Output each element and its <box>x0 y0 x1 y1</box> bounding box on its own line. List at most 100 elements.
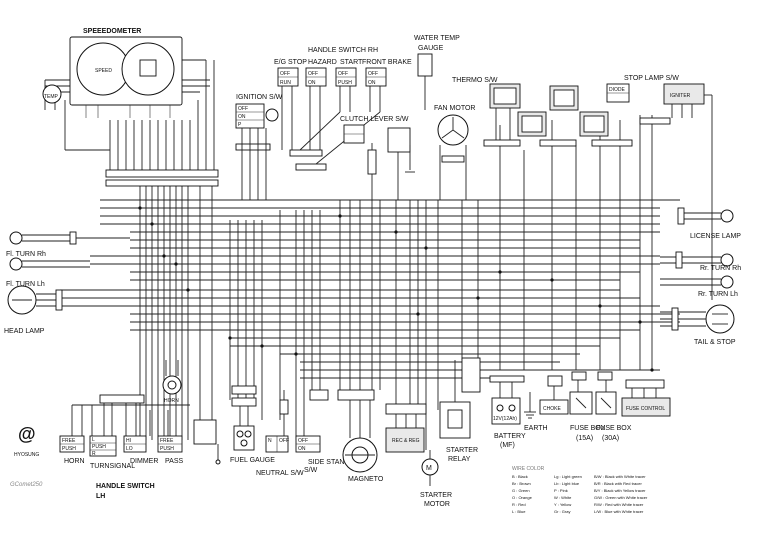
magneto-label: MAGNETO <box>348 476 384 483</box>
diode-block <box>367 149 377 175</box>
rec-reg: REC & REG <box>385 403 427 453</box>
fuel-gauge-label: FUEL GAUGE <box>230 457 275 464</box>
battery: 12V(12Ah) BATTERY (MF) <box>489 375 526 449</box>
side-stand-label-1: SIDE STAND <box>308 459 350 466</box>
rear-turn-rh: Rr. TURN Rh <box>660 251 741 272</box>
legend-entry: G/W : Green with White tracer <box>594 495 648 500</box>
svg-text:OFF: OFF <box>338 71 348 77</box>
front-turn-rh-label: Fl. TURN Rh <box>6 251 46 258</box>
legend-entry: B/R : Black with Red tracer <box>594 481 642 486</box>
ignition-switch: IGNITION S/W OFF ON P <box>235 94 283 200</box>
speedometer: SPEEEDOMETER SPEED TEMP <box>42 28 183 118</box>
horn-switch-label: HORN <box>64 458 85 465</box>
license-lamp-label: LICENSE LAMP <box>690 233 741 240</box>
temp-indicator-icon <box>42 84 62 104</box>
temp-label: TEMP <box>44 94 59 100</box>
legend-entry: Gr : Gray <box>554 509 570 514</box>
svg-text:RUN: RUN <box>280 80 291 86</box>
ignition-key-icon <box>265 108 279 122</box>
hazard-switch-table: OFF ON <box>305 67 327 87</box>
svg-text:OFF: OFF <box>298 438 308 444</box>
svg-text:R: R <box>92 451 96 457</box>
front-turn-lh: Fl. TURN Lh <box>6 257 90 288</box>
legend-entry: R/W : Red with White tracer <box>594 502 644 507</box>
legend-entry: Lb : Light blue <box>554 481 580 486</box>
speedometer-title: SPEEEDOMETER <box>83 28 141 35</box>
svg-text:ON: ON <box>298 446 306 452</box>
svg-text:OFF: OFF <box>238 106 248 112</box>
front-brake-label: FRONT BRAKE <box>362 59 412 66</box>
license-lamp: LICENSE LAMP <box>677 207 741 240</box>
stop-lamp-label: STOP LAMP S/W <box>624 75 679 82</box>
dimmer-label: DIMMER <box>130 458 158 465</box>
dimmer-switch-table: HI LO <box>123 435 147 453</box>
flasher-relay <box>193 419 221 465</box>
fan-motor: FAN MOTOR <box>434 105 475 200</box>
svg-text:M: M <box>426 465 432 472</box>
starter-relay-label-2: RELAY <box>448 456 471 463</box>
legend-title: WIRE COLOR <box>512 466 545 472</box>
svg-text:PUSH: PUSH <box>338 80 352 86</box>
speedo-label: SPEED <box>95 68 112 74</box>
ignition-label: IGNITION S/W <box>236 94 283 101</box>
svg-text:LO: LO <box>126 446 133 452</box>
rear-turn-rh-icon <box>720 253 734 267</box>
fuse-control-label: FUSE CONTROL <box>626 406 665 412</box>
earth: EARTH <box>524 392 548 432</box>
pass-label: PASS <box>165 458 183 465</box>
igniter: IGNITER <box>663 83 713 300</box>
battery-negative-icon <box>508 404 516 412</box>
handle-switch-rh: HANDLE SWITCH RH E/G STOP HAZARD START F… <box>274 47 412 165</box>
legend-entry: B : Black <box>512 474 528 479</box>
svg-text:PUSH: PUSH <box>160 446 174 452</box>
pass-switch-table: FREE PUSH <box>157 435 183 453</box>
svg-text:ON: ON <box>368 80 376 86</box>
rear-turn-lh: Rr. TURN Lh <box>660 275 738 298</box>
igniter-label: IGNITER <box>670 93 691 99</box>
thermo-switch: THERMO S/W <box>452 77 521 140</box>
fuse-box-15a-rating: (15A) <box>576 435 593 442</box>
earth-label: EARTH <box>524 425 548 432</box>
front-turn-rh: Fl. TURN Rh <box>6 231 130 258</box>
choke-label: CHOKE <box>543 406 561 412</box>
water-temp-gauge: WATER TEMP GAUGE <box>414 35 460 110</box>
svg-text:PUSH: PUSH <box>92 444 106 450</box>
start-switch-table: OFF PUSH <box>335 67 357 87</box>
rec-reg-label: REC & REG <box>392 438 420 444</box>
tail-stop-lamp: TAIL & STOP <box>660 304 736 346</box>
battery-label: BATTERY <box>494 433 526 440</box>
battery-spec: (MF) <box>500 442 515 449</box>
clutch-lever-switch: CLUTCH LEVER S/W <box>340 116 415 200</box>
svg-text:HI: HI <box>126 438 131 444</box>
rear-turn-rh-label: Rr. TURN Rh <box>700 265 741 272</box>
legend-entry: P : Pink <box>554 488 568 493</box>
side-stand-label-2: S/W <box>304 467 318 474</box>
svg-text:12V(12Ah): 12V(12Ah) <box>493 416 517 422</box>
water-temp-label-1: WATER TEMP <box>414 35 460 42</box>
horn-component: HORN <box>162 360 182 404</box>
svg-text:OFF: OFF <box>279 438 289 444</box>
eg-stop-label: E/G STOP <box>274 59 307 66</box>
start-label: START <box>340 59 363 66</box>
legend-entry: G : Green <box>512 488 530 493</box>
fuse-box-15a: FUSE BOX (15A) <box>569 371 606 442</box>
head-lamp: HEAD LAMP <box>4 285 63 335</box>
front-turn-rh-icon <box>9 231 23 245</box>
starter-motor-label-1: STARTER <box>420 492 452 499</box>
main-harness <box>44 59 680 450</box>
neutral-sw-label: NEUTRAL S/W <box>256 470 304 477</box>
starter-relay-label-1: STARTER <box>446 447 478 454</box>
neutral-switch: N OFF NEUTRAL S/W <box>256 390 304 477</box>
svg-text:L: L <box>92 437 95 443</box>
choke: CHOKE <box>539 375 569 415</box>
legend-entry: Lg : Light green <box>554 474 582 479</box>
rear-turn-lh-icon <box>720 275 734 289</box>
starter-motor-label-2: MOTOR <box>424 501 450 508</box>
svg-text:ON: ON <box>238 114 246 120</box>
hazard-label: HAZARD <box>308 59 337 66</box>
side-stand-switch: OFF ON SIDE STAND S/W <box>295 389 350 474</box>
stop-lamp-switch: STOP LAMP S/W DIODE <box>606 75 679 103</box>
brand-logo: @ HYOSUNG GComet250 <box>10 424 43 488</box>
wire-color-legend: WIRE COLOR B : Black Br : Brown G : Gree… <box>512 466 648 514</box>
rear-turn-lh-label: Rr. TURN Lh <box>698 291 738 298</box>
